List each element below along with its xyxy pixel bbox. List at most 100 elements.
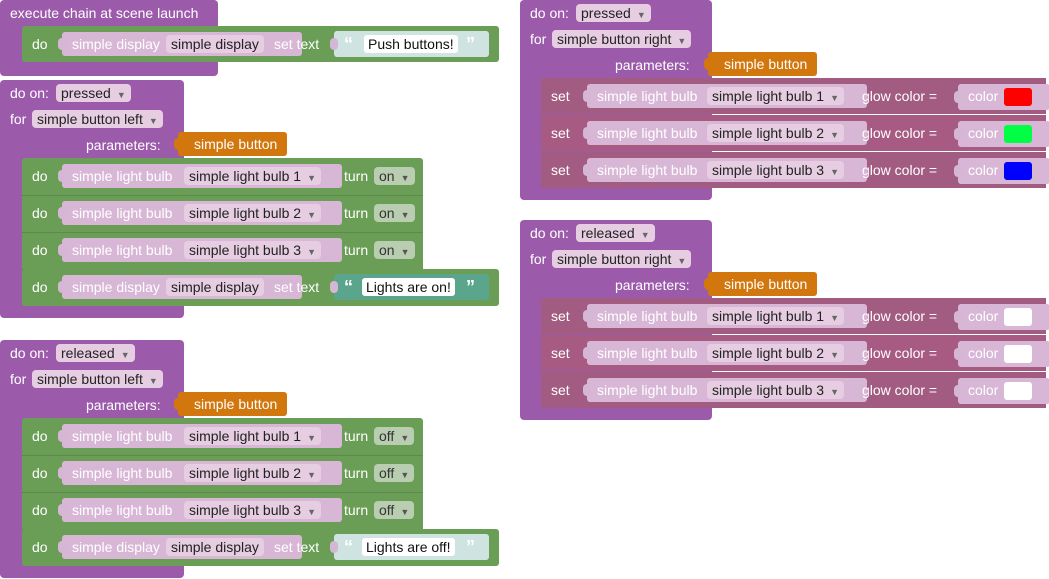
- component-block[interactable]: simple light bulb simple light bulb 2▼: [583, 341, 867, 365]
- color-block[interactable]: color: [954, 378, 1049, 404]
- color-swatch[interactable]: [1004, 308, 1032, 326]
- turn-label: turn: [344, 428, 369, 444]
- component-block[interactable]: simple display simple display: [58, 535, 302, 559]
- component-block[interactable]: simple light bulb simple light bulb 1▼: [583, 304, 867, 328]
- color-block[interactable]: color: [954, 84, 1049, 110]
- for-dropdown[interactable]: simple button right▼: [552, 250, 692, 268]
- instance-dropdown[interactable]: simple light bulb 2▼: [707, 344, 844, 362]
- instance-dropdown[interactable]: simple light bulb 2▼: [707, 124, 844, 142]
- state-dropdown[interactable]: on▼: [374, 204, 415, 222]
- instance-dropdown[interactable]: simple light bulb 3▼: [707, 381, 844, 399]
- for-dropdown[interactable]: simple button right▼: [552, 30, 692, 48]
- block-notch: [583, 164, 591, 176]
- for-dropdown[interactable]: simple button left▼: [32, 110, 163, 128]
- instance-dropdown[interactable]: simple light bulb 2▼: [184, 464, 321, 482]
- instance-dropdown[interactable]: simple light bulb 1▼: [184, 167, 321, 185]
- right-pressed-set-list: set simple light bulb simple light bulb …: [541, 78, 1049, 188]
- block-notch: [174, 138, 182, 150]
- block-notch: [583, 310, 591, 322]
- color-swatch[interactable]: [1004, 382, 1032, 400]
- set-row[interactable]: set simple light bulb simple light bulb …: [541, 78, 1049, 114]
- event-dropdown[interactable]: pressed▼: [576, 4, 651, 22]
- instance-dropdown[interactable]: simple light bulb 2▼: [184, 204, 321, 222]
- event-dropdown[interactable]: released▼: [56, 344, 135, 362]
- right-released-set-list: set simple light bulb simple light bulb …: [541, 298, 1049, 408]
- parameters-label: parameters:: [86, 397, 161, 413]
- param-block[interactable]: simple button: [174, 392, 288, 416]
- left-released-display-row[interactable]: do simple display simple display set tex…: [22, 529, 499, 566]
- scene-launch-do-row[interactable]: do simple display simple display set tex…: [22, 26, 499, 62]
- component-block[interactable]: simple light bulb simple light bulb 3▼: [583, 378, 867, 402]
- state-dropdown[interactable]: off▼: [374, 464, 415, 482]
- block-notch: [583, 384, 591, 396]
- block-notch: [58, 430, 66, 442]
- color-block[interactable]: color: [954, 121, 1049, 147]
- component-block[interactable]: simple light bulb simple light bulb 1▼: [58, 164, 342, 188]
- instance-dropdown[interactable]: simple light bulb 1▼: [707, 87, 844, 105]
- block-notch: [58, 281, 66, 293]
- do-label: do: [32, 242, 48, 258]
- color-block[interactable]: color: [954, 341, 1049, 367]
- open-quote-icon: “: [344, 277, 353, 297]
- do-label: do: [32, 279, 48, 295]
- row-divider: [22, 492, 423, 493]
- color-swatch[interactable]: [1004, 345, 1032, 363]
- set-row[interactable]: set simple light bulb simple light bulb …: [541, 372, 1049, 408]
- close-quote-icon: ”: [466, 537, 475, 557]
- color-swatch[interactable]: [1004, 125, 1032, 143]
- turn-label: turn: [344, 502, 369, 518]
- component-block[interactable]: simple display simple display: [58, 32, 302, 56]
- action-label: set text: [274, 36, 320, 52]
- set-row[interactable]: set simple light bulb simple light bulb …: [541, 152, 1049, 188]
- component-block[interactable]: simple light bulb simple light bulb 2▼: [58, 461, 342, 485]
- do-label: do: [32, 502, 48, 518]
- color-swatch[interactable]: [1004, 88, 1032, 106]
- instance-dropdown[interactable]: simple light bulb 1▼: [184, 427, 321, 445]
- block-notch: [58, 244, 66, 256]
- block-notch: [330, 38, 338, 50]
- component-block[interactable]: simple light bulb simple light bulb 3▼: [583, 158, 867, 182]
- component-block[interactable]: simple light bulb simple light bulb 3▼: [58, 238, 342, 262]
- component-block[interactable]: simple display simple display: [58, 275, 302, 299]
- set-row[interactable]: set simple light bulb simple light bulb …: [541, 335, 1049, 371]
- state-dropdown[interactable]: off▼: [374, 427, 415, 445]
- component-block[interactable]: simple light bulb simple light bulb 1▼: [583, 84, 867, 108]
- instance-dropdown[interactable]: simple light bulb 3▼: [184, 501, 321, 519]
- text-block[interactable]: “ Push buttons! ”: [330, 31, 489, 57]
- instance-dropdown[interactable]: simple light bulb 3▼: [707, 161, 844, 179]
- component-block[interactable]: simple light bulb simple light bulb 1▼: [58, 424, 342, 448]
- instance-field[interactable]: simple display: [166, 35, 264, 53]
- state-dropdown[interactable]: on▼: [374, 167, 415, 185]
- state-dropdown[interactable]: on▼: [374, 241, 415, 259]
- for-label: for: [530, 251, 547, 267]
- param-block[interactable]: simple button: [704, 272, 818, 296]
- instance-field[interactable]: simple display: [166, 278, 264, 296]
- text-block[interactable]: “ Lights are on! ”: [330, 274, 489, 300]
- parameters-label: parameters:: [615, 57, 690, 73]
- do-label: do: [32, 428, 48, 444]
- text-value[interactable]: Push buttons!: [364, 35, 458, 53]
- component-block[interactable]: simple light bulb simple light bulb 2▼: [583, 121, 867, 145]
- color-swatch[interactable]: [1004, 162, 1032, 180]
- for-dropdown[interactable]: simple button left▼: [32, 370, 163, 388]
- set-row[interactable]: set simple light bulb simple light bulb …: [541, 298, 1049, 334]
- text-value[interactable]: Lights are off!: [362, 538, 455, 556]
- block-notch: [954, 91, 962, 103]
- event-dropdown[interactable]: pressed▼: [56, 84, 131, 102]
- left-pressed-display-row[interactable]: do simple display simple display set tex…: [22, 269, 499, 306]
- instance-field[interactable]: simple display: [166, 538, 264, 556]
- event-dropdown[interactable]: released▼: [576, 224, 655, 242]
- instance-dropdown[interactable]: simple light bulb 1▼: [707, 307, 844, 325]
- component-block[interactable]: simple light bulb simple light bulb 3▼: [58, 498, 342, 522]
- instance-dropdown[interactable]: simple light bulb 3▼: [184, 241, 321, 259]
- param-block[interactable]: simple button: [174, 132, 288, 156]
- component-block[interactable]: simple light bulb simple light bulb 2▼: [58, 201, 342, 225]
- text-block[interactable]: “ Lights are off! ”: [330, 534, 489, 560]
- block-notch: [583, 347, 591, 359]
- param-block[interactable]: simple button: [704, 52, 818, 76]
- color-block[interactable]: color: [954, 158, 1049, 184]
- color-block[interactable]: color: [954, 304, 1049, 330]
- state-dropdown[interactable]: off▼: [374, 501, 415, 519]
- set-row[interactable]: set simple light bulb simple light bulb …: [541, 115, 1049, 151]
- text-value[interactable]: Lights are on!: [362, 278, 455, 296]
